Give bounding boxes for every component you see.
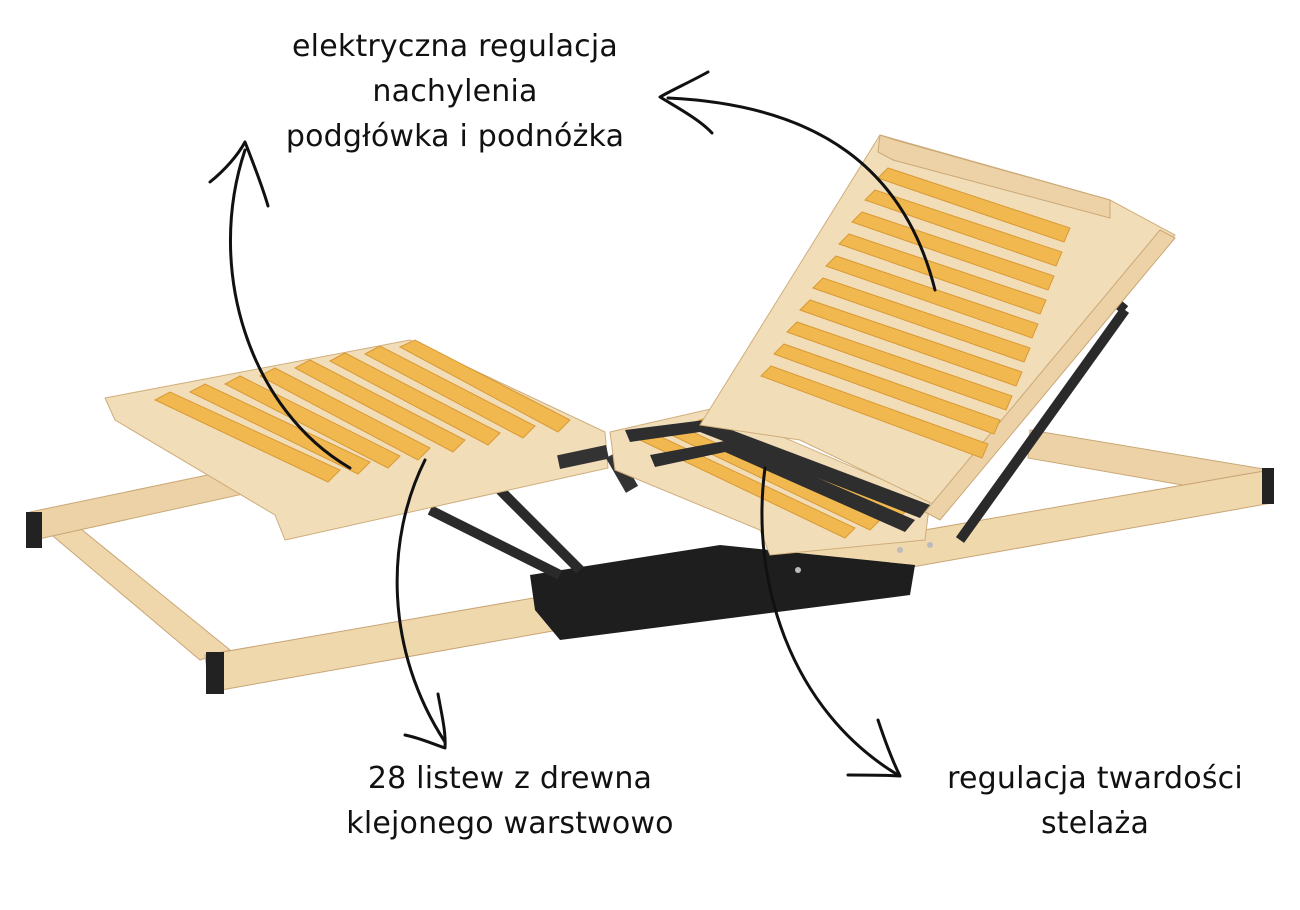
foot-section (104, 339, 639, 541)
caption-line: elektryczna regulacja (292, 29, 618, 64)
curved-arrow-icon (395, 458, 447, 750)
caption-firmness: regulacja twardości stelaża (905, 756, 1285, 846)
middle-section (609, 395, 935, 556)
caption-line: podgłówka i podnóżka (285, 119, 625, 154)
curved-arrow-icon (208, 140, 352, 470)
end-cap (26, 512, 42, 548)
caption-line: klejonego warstwowo (346, 806, 674, 841)
caption-tilt-adjustment: elektryczna regulacja nachylenia podgłów… (240, 24, 670, 159)
caption-line: nachylenia (372, 74, 538, 109)
hardware-bolts (795, 542, 933, 573)
end-cap (206, 652, 224, 694)
caption-line: 28 listew z drewna (367, 761, 653, 796)
caption-slats: 28 listew z drewna klejonego warstwowo (300, 756, 720, 846)
head-slats (760, 167, 1071, 459)
caption-line: stelaża (1040, 806, 1150, 841)
curved-arrow-icon (658, 70, 937, 292)
caption-line: regulacja twardości (947, 761, 1243, 796)
curved-arrow-icon (760, 466, 902, 778)
foot-slats (153, 339, 571, 483)
end-cap (1262, 468, 1274, 504)
head-section (699, 134, 1176, 521)
